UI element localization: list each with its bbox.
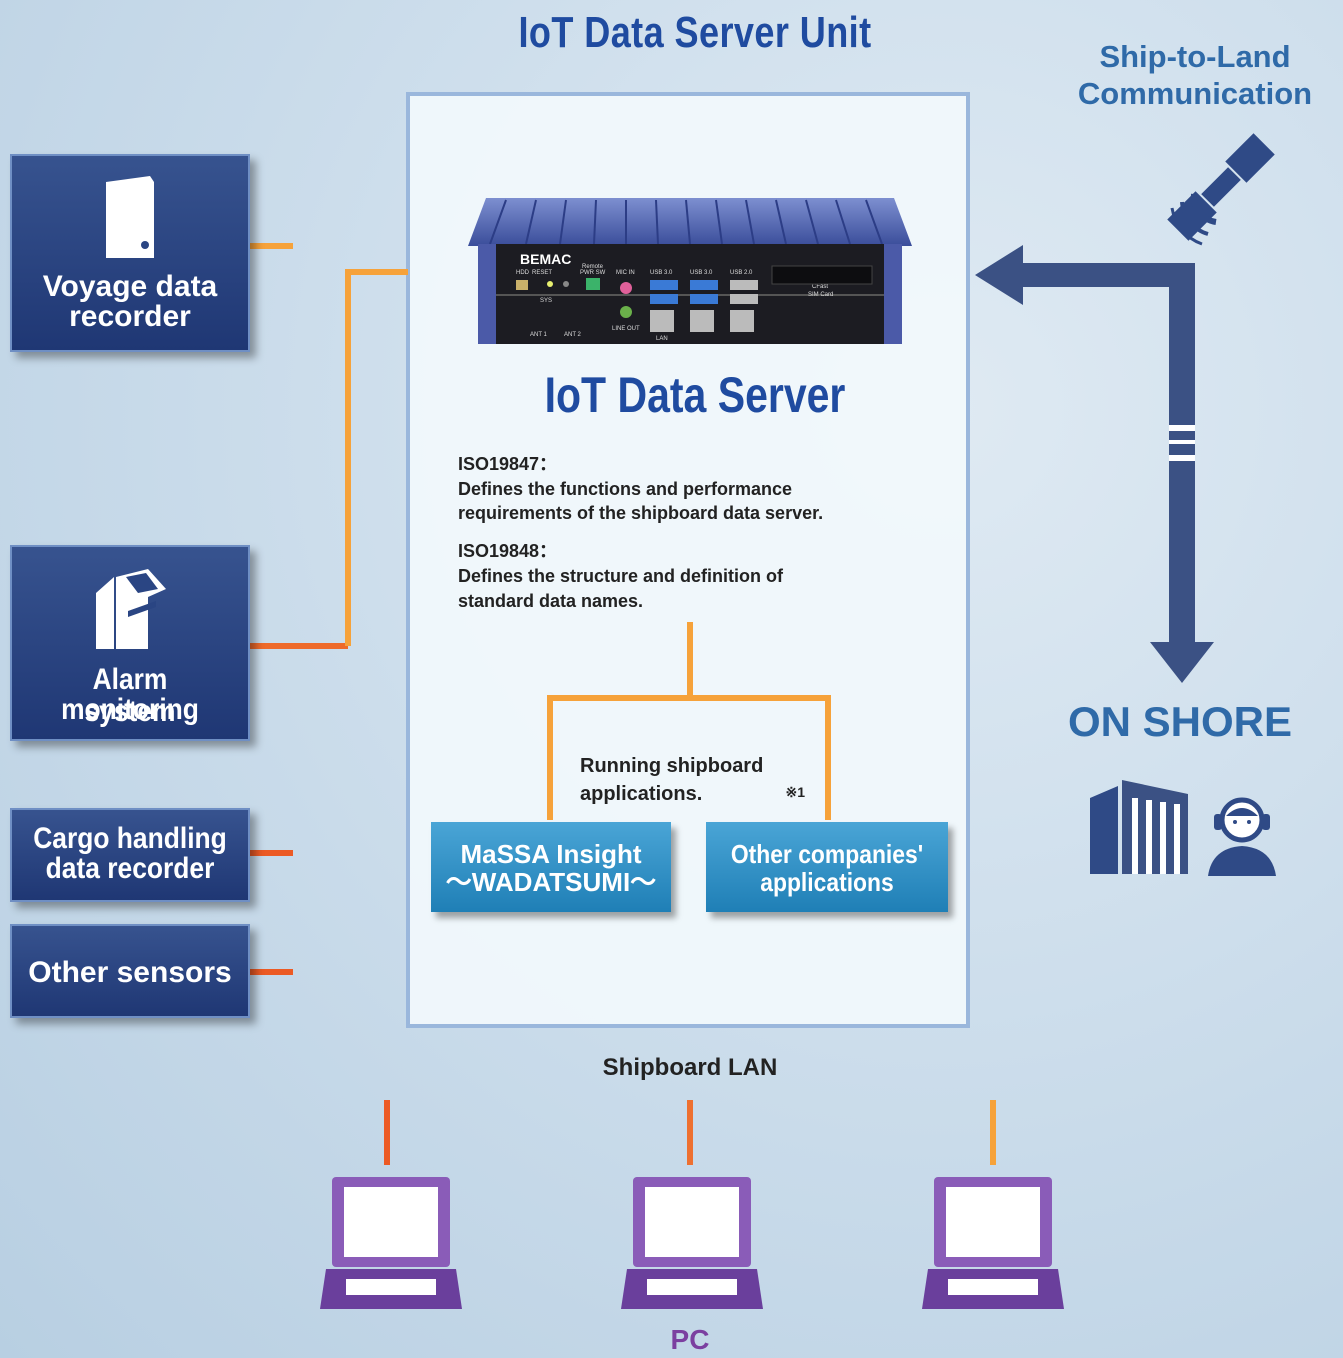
cargo-label-2: data recorder xyxy=(45,852,215,885)
panel-line-out: LINE OUT xyxy=(612,326,640,332)
panel-usb30-a: USB 3.0 xyxy=(650,270,673,276)
laptop-icon xyxy=(621,1177,763,1309)
panel-pwr-sw: PWR SW xyxy=(580,270,606,276)
cargo-label-1: Cargo handling xyxy=(33,822,227,855)
panel-remote: Remote xyxy=(582,264,604,270)
panel-reset: RESET xyxy=(532,270,552,276)
voyage-label-1: Voyage data xyxy=(42,270,218,303)
iso19848-line1: Defines the structure and definition of xyxy=(458,566,784,586)
panel-ant1: ANT 1 xyxy=(530,332,548,338)
server-name: IoT Data Server xyxy=(544,367,846,423)
other-companies-app: Other companies' applications xyxy=(706,822,948,912)
panel-sys: SYS xyxy=(540,298,552,304)
server-device-image: BEMAC HDD RESET Remote PWR SW MIC IN LIN… xyxy=(468,198,912,344)
unit-title: IoT Data Server Unit xyxy=(518,8,872,57)
panel-hdd: HDD xyxy=(516,270,530,276)
laptop-icon xyxy=(320,1177,462,1309)
iso19848-line2: standard data names. xyxy=(458,591,644,611)
panel-usb20: USB 2.0 xyxy=(730,270,753,276)
other-line1: Other companies' xyxy=(730,839,924,869)
pc-label: PC xyxy=(670,1324,710,1355)
laptop-icon xyxy=(922,1177,1064,1309)
alarm-label-2: system xyxy=(84,695,176,728)
panel-usb30-b: USB 3.0 xyxy=(690,270,713,276)
s2l-line2: Communication xyxy=(1077,76,1313,111)
running-line1: Running shipboard xyxy=(580,755,764,777)
app-branch xyxy=(547,695,831,820)
voyage-data-recorder-box: Voyage data recorder xyxy=(10,154,250,352)
bus-to-server xyxy=(345,269,408,646)
panel-lan: LAN xyxy=(656,336,668,342)
massa-line2: ～WADATSUMI～ xyxy=(445,867,657,897)
iso19847-line1: Defines the functions and performance xyxy=(458,479,793,499)
panel-ant2: ANT 2 xyxy=(564,332,582,338)
console-icon xyxy=(96,569,166,649)
running-apps-text: Running shipboard applications. ※1 xyxy=(580,752,805,808)
cargo-handling-box: Cargo handling data recorder xyxy=(10,808,250,902)
s2l-line1: Ship-to-Land xyxy=(1099,39,1291,74)
operator-headset-icon xyxy=(1208,797,1276,876)
ship-shore-arrow xyxy=(975,245,1214,683)
shipboard-lan-label: Shipboard LAN xyxy=(602,1054,778,1081)
panel-mic-in: MIC IN xyxy=(616,270,635,276)
alarm-label-1: Alarm monitoring xyxy=(61,663,199,726)
iso19847-line2: requirements of the shipboard data serve… xyxy=(458,503,824,523)
footnote-mark: ※1 xyxy=(785,784,805,800)
iso19848-head: ISO19848： xyxy=(458,541,558,561)
other-sensors-box: Other sensors xyxy=(10,924,250,1018)
alarm-monitoring-box: Alarm monitoring system xyxy=(10,545,250,741)
voyage-label-2: recorder xyxy=(69,300,191,333)
panel-cfast: CFast xyxy=(812,284,828,290)
on-shore-label: ON SHORE xyxy=(1067,698,1293,745)
running-line2: applications. xyxy=(580,783,703,805)
satellite-icon xyxy=(1167,133,1275,246)
iso19847-head: ISO19847： xyxy=(458,454,558,474)
other-line2: applications xyxy=(760,867,894,897)
panel-sim: SIM Card xyxy=(808,292,833,298)
brand-text: BEMAC xyxy=(520,251,571,267)
massa-insight-app: MaSSA Insight ～WADATSUMI～ xyxy=(431,822,671,912)
building-icon xyxy=(1090,780,1188,874)
ship-to-land-label: Ship-to-Land Communication xyxy=(1050,38,1340,112)
server-icon xyxy=(106,176,154,258)
sensors-label: Other sensors xyxy=(28,956,232,989)
massa-line1: MaSSA Insight xyxy=(460,839,642,869)
